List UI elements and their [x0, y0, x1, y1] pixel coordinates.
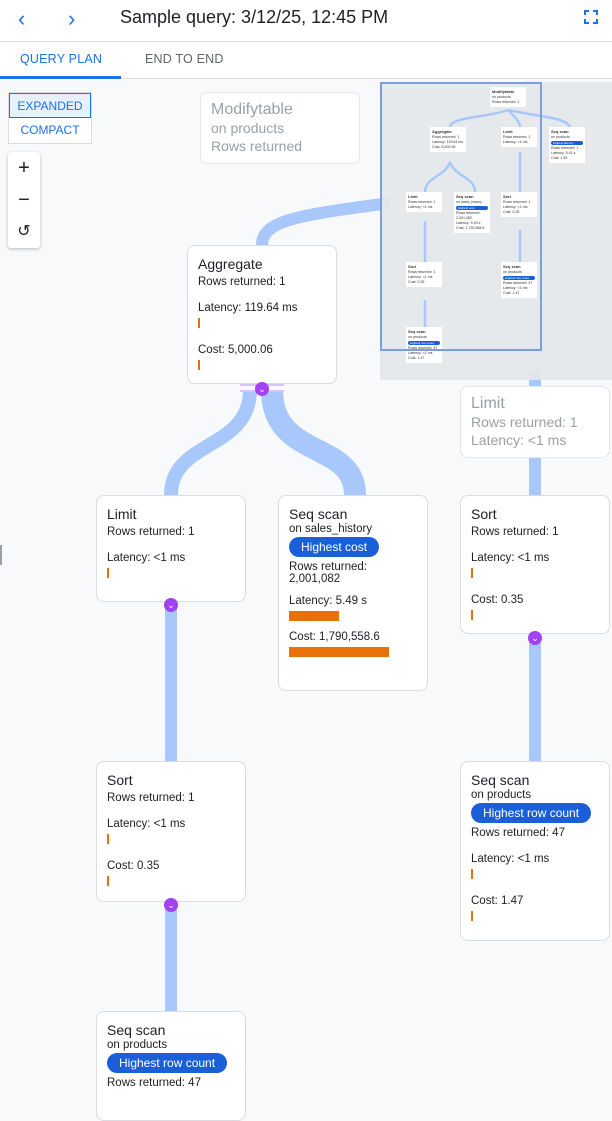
latency-bar [471, 568, 473, 578]
latency-bar [198, 318, 200, 328]
latency-bar [471, 869, 473, 879]
node-title: Sort [107, 772, 133, 788]
ghost-latency: Latency: <1 ms [471, 432, 567, 448]
chevron-left-icon[interactable]: ‹ [18, 6, 26, 31]
node-title: Sort [471, 506, 497, 522]
rows-returned: Rows returned: 1 [107, 792, 195, 804]
cost: Cost: 0.35 [107, 860, 160, 872]
rows-returned: Rows returned: 1 [107, 526, 195, 538]
latency: Latency: <1 ms [107, 552, 186, 564]
node-title: Seq scan [107, 1022, 166, 1038]
view-toggle: EXPANDED COMPACT [8, 92, 92, 144]
cost: Cost: 1,790,558.6 [289, 631, 380, 643]
tab-bar: QUERY PLAN END TO END [0, 42, 612, 79]
node-title: Limit [107, 506, 137, 522]
cost: Cost: 5,000.06 [198, 344, 273, 356]
table-name: on sales_history [289, 523, 373, 535]
latency: Latency: <1 ms [471, 853, 550, 865]
ghost-title: Modifytable [211, 101, 293, 118]
chevron-down-icon[interactable]: ⌄ [255, 382, 269, 396]
cost-bar [289, 647, 389, 657]
node-aggregate[interactable]: Aggregate Rows returned: 1 Latency: 119.… [187, 245, 337, 384]
zoom-in-button[interactable]: + [18, 157, 30, 179]
latency: Latency: <1 ms [107, 818, 186, 830]
rows-returned: Rows returned: 1 [198, 276, 286, 288]
latency-bar [107, 834, 109, 844]
latency-bar [107, 568, 109, 578]
table-name: on products [471, 789, 532, 801]
reset-zoom-button[interactable]: ↺ [17, 223, 31, 240]
tab-end-to-end[interactable]: END TO END [145, 52, 224, 66]
cost: Cost: 0.35 [471, 594, 524, 606]
node-title: Seq scan [471, 772, 530, 788]
ghost-title: Limit [471, 395, 505, 412]
rows-returned: Rows returned: 47 [107, 1077, 201, 1089]
latency: Latency: 119.64 ms [198, 302, 298, 314]
chevron-down-icon[interactable]: ⌄ [528, 631, 542, 645]
node-seq-scan-products-left[interactable]: Seq scan on products Highest row count R… [96, 1011, 246, 1121]
expanded-button[interactable]: EXPANDED [9, 93, 91, 118]
ghost-sub: on products [211, 120, 285, 136]
cost-bar [198, 360, 200, 370]
node-seq-scan-sales-history[interactable]: Seq scan on sales_history Highest cost R… [278, 495, 428, 691]
connector [256, 197, 391, 246]
compact-button[interactable]: COMPACT [20, 123, 80, 137]
chevron-down-icon[interactable]: ⌄ [164, 598, 178, 612]
chevron-right-icon[interactable]: › [68, 6, 76, 31]
connector [164, 389, 257, 496]
highest-row-count-badge: Highest row count [471, 803, 592, 823]
active-tab-indicator [0, 76, 121, 79]
cost: Cost: 1.47 [471, 895, 524, 907]
zoom-out-button[interactable]: − [18, 189, 30, 211]
latency: Latency: <1 ms [471, 552, 550, 564]
rows-returned: Rows returned: [289, 561, 367, 573]
node-limit[interactable]: Limit Rows returned: 1 Latency: <1 ms [96, 495, 246, 602]
highest-cost-badge: Highest cost [289, 537, 380, 557]
ghost-rows: Rows returned: 1 [471, 414, 578, 430]
table-name: on products [107, 1039, 168, 1051]
highest-row-count-badge: Highest row count [107, 1053, 228, 1073]
ghost-rows: Rows returned [211, 138, 303, 154]
rows-returned: Rows returned: 1 [471, 526, 559, 538]
latency: Latency: 5.49 s [289, 595, 367, 607]
node-title: Seq scan [289, 506, 348, 522]
fullscreen-icon[interactable] [584, 10, 598, 24]
chevron-down-icon[interactable]: ⌄ [164, 898, 178, 912]
rows-returned-value: 2,001,082 [289, 573, 341, 585]
rows-returned: Rows returned: 47 [471, 827, 565, 839]
node-title: Aggregate [198, 256, 263, 272]
page-title: Sample query: 3/12/25, 12:45 PM [120, 7, 389, 27]
cost-bar [107, 876, 109, 886]
node-seq-scan-products-right[interactable]: Seq scan on products Highest row count R… [460, 761, 610, 941]
connector [261, 389, 366, 497]
zoom-controls: + − ↺ [8, 152, 40, 248]
scrollbar[interactable] [0, 545, 2, 565]
node-sort-left[interactable]: Sort Rows returned: 1 Latency: <1 ms Cos… [96, 761, 246, 902]
node-sort-right[interactable]: Sort Rows returned: 1 Latency: <1 ms Cos… [460, 495, 610, 634]
tab-query-plan[interactable]: QUERY PLAN [20, 52, 103, 66]
ghost-node-limit: Limit Rows returned: 1 Latency: <1 ms [460, 386, 610, 458]
minimap-viewport[interactable] [380, 82, 542, 351]
cost-bar [471, 610, 473, 620]
header: ‹ › Sample query: 3/12/25, 12:45 PM [0, 0, 612, 42]
latency-bar [289, 611, 339, 621]
minimap-connectors [423, 108, 572, 327]
cost-bar [471, 911, 473, 921]
ghost-node-modifytable: Modifytable on products Rows returned [200, 92, 360, 164]
